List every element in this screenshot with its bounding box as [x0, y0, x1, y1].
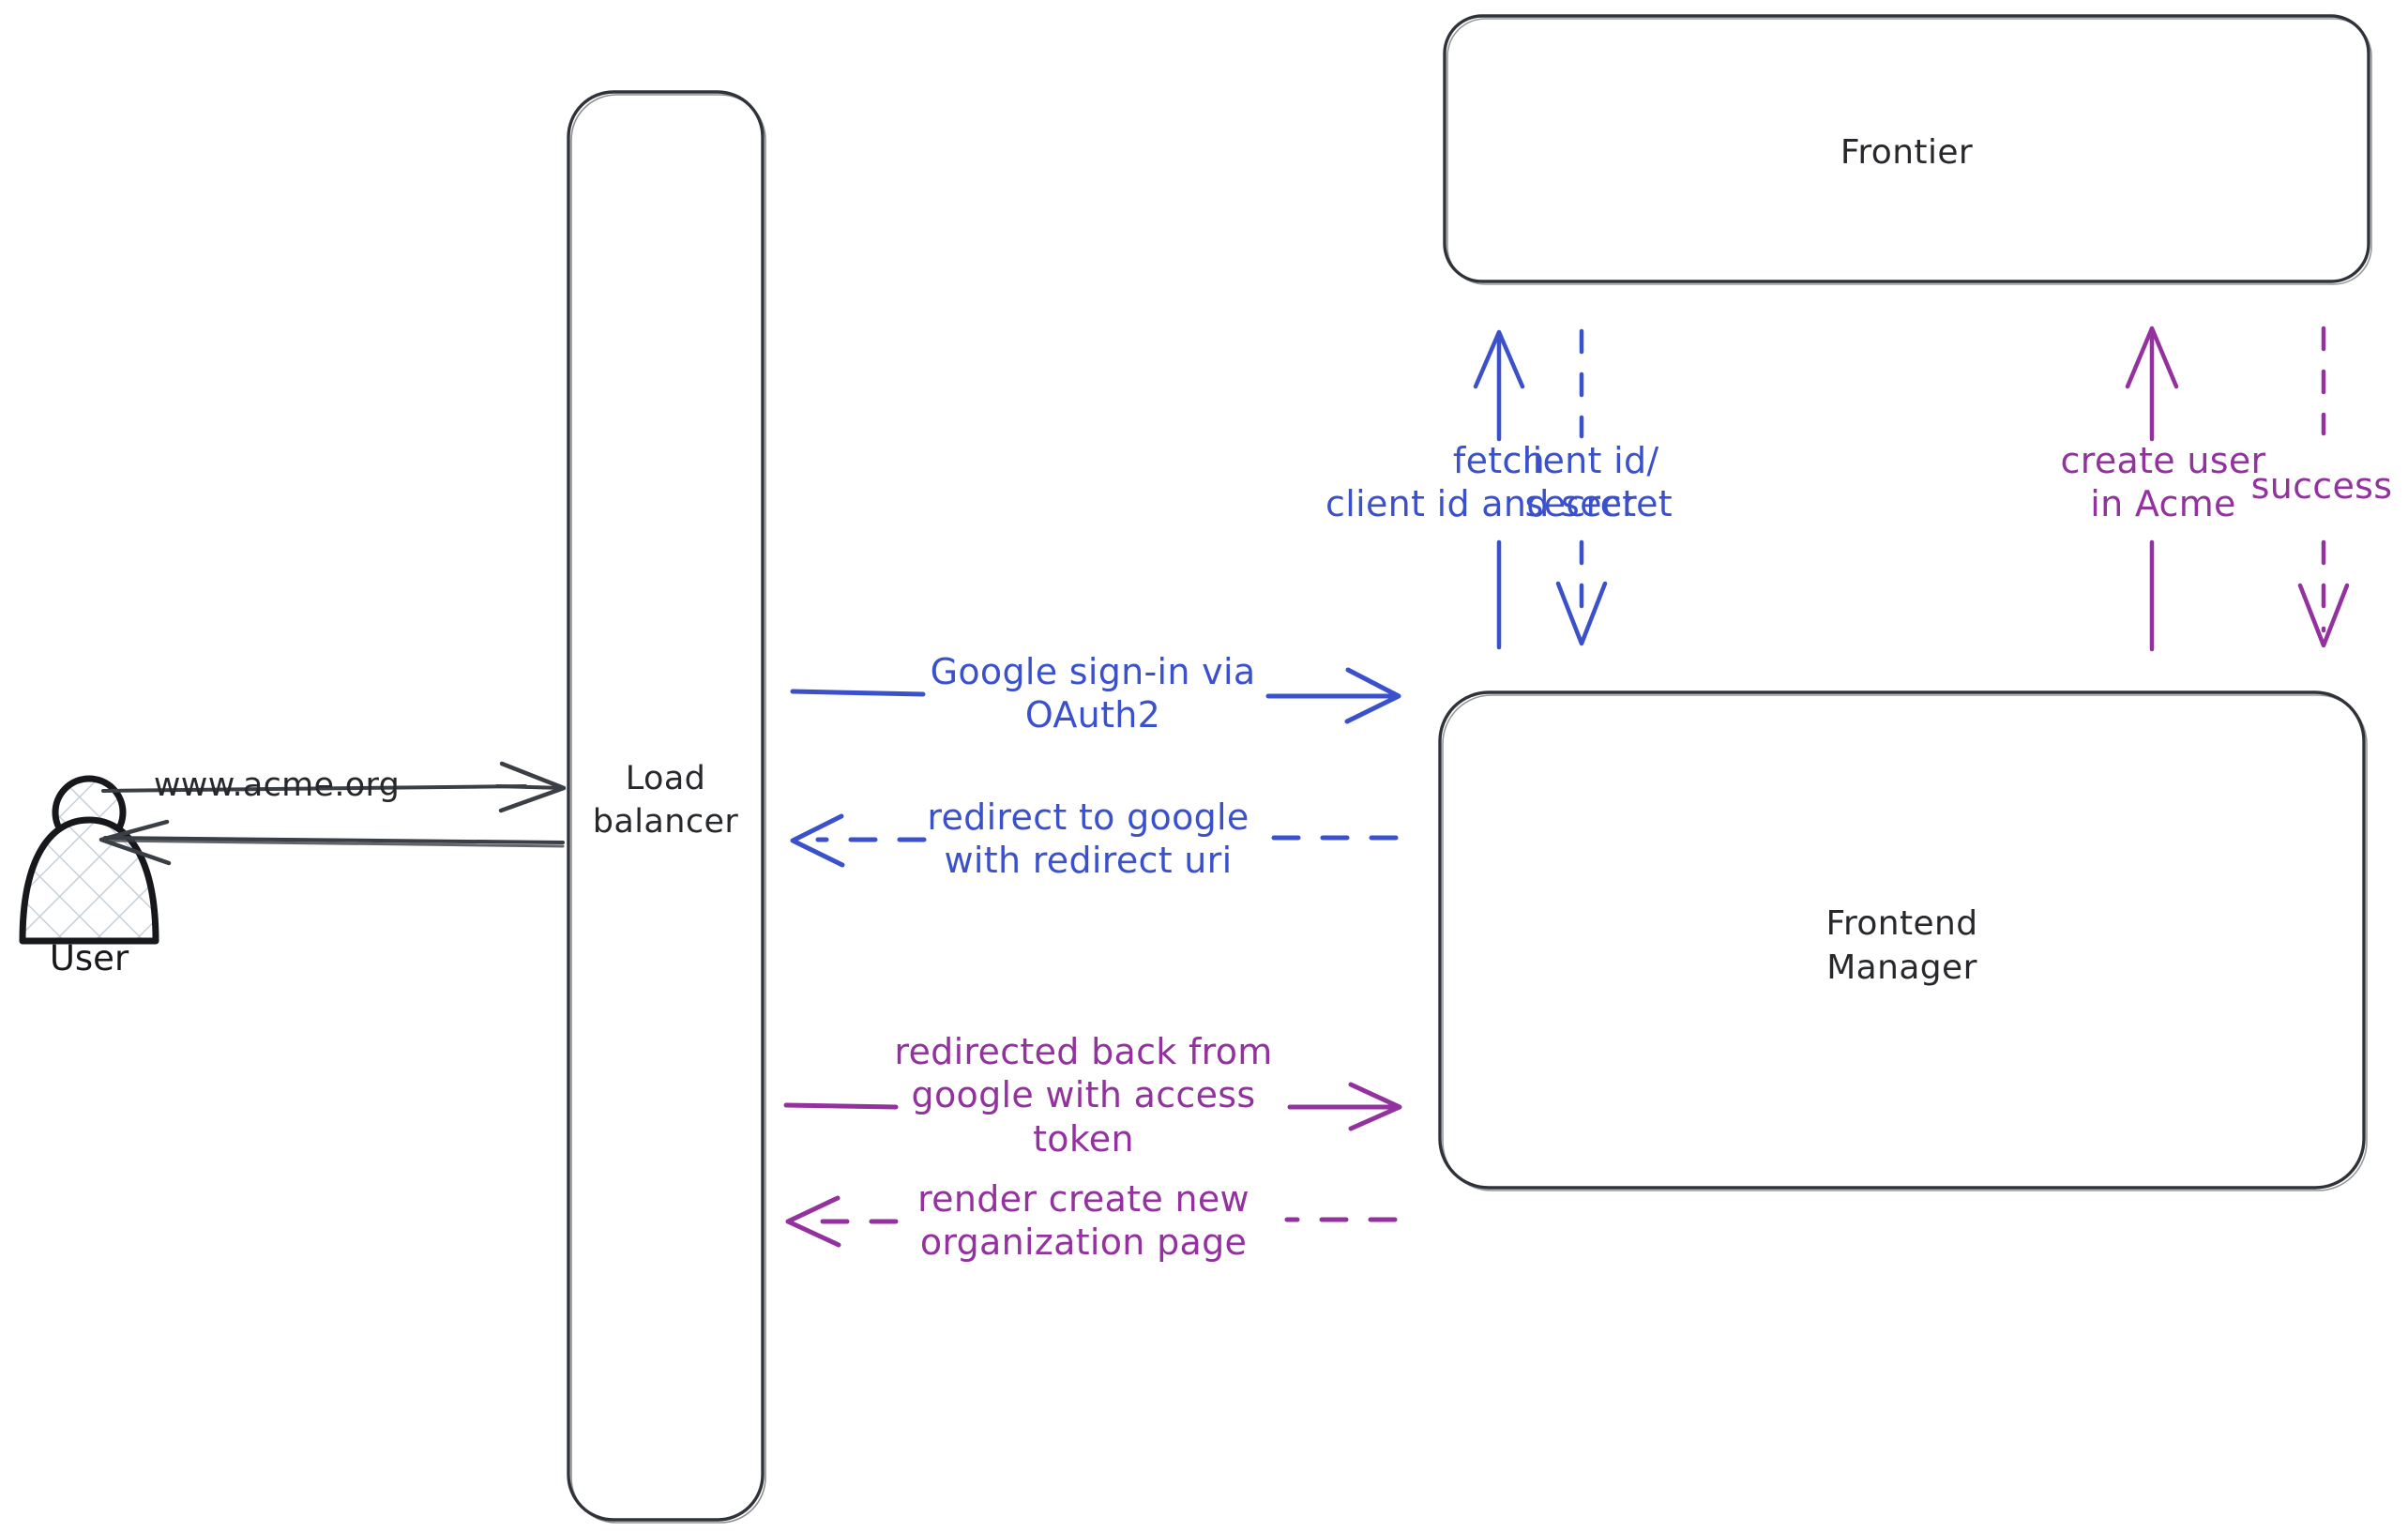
edge-fm-to-lb-render: [785, 1195, 1398, 1248]
edge-user-to-lb: [101, 761, 567, 813]
edge-lb-to-fm-signin: [790, 667, 1401, 724]
edge-label-user-to-lb: www.acme.org: [153, 766, 401, 804]
node-frontier-label: Frontier: [1840, 133, 1974, 172]
actor-user-caption: User: [49, 938, 129, 978]
node-load-balancer-shape[interactable]: [567, 90, 766, 1524]
person-icon: [19, 775, 159, 945]
edge-label-fm-to-frontier-create: create user in Acme: [2060, 440, 2266, 525]
edge-lb-to-fm-token: [783, 1082, 1402, 1131]
edge-label-lb-to-fm-signin: Google sign-in via OAuth2: [930, 651, 1256, 736]
edge-label-fm-to-lb-render: render create new organization page: [917, 1178, 1249, 1264]
node-frontend-manager-label: Frontend Manager: [1825, 904, 1978, 987]
edge-label-frontier-to-fm-creds: client id/ secret: [1502, 440, 1659, 525]
edge-fm-to-lb-redirect: [790, 813, 1399, 868]
edge-fm-to-frontier-fetch: [1473, 329, 1525, 650]
edge-label-lb-to-fm-token: redirected back from google with access …: [894, 1031, 1273, 1160]
edge-fm-to-frontier-create: [2125, 326, 2179, 652]
node-frontier-shape[interactable]: [1443, 14, 2372, 285]
edge-frontier-to-fm-creds: [1555, 328, 1608, 646]
edge-label-fm-to-frontier-fetch: fetch client id and secret: [1325, 440, 1673, 525]
edge-label-frontier-to-fm-success: success: [2250, 465, 2393, 507]
edge-frontier-to-fm-success: [2297, 326, 2350, 648]
edge-label-fm-to-lb-redirect: redirect to google with redirect uri: [927, 796, 1249, 882]
edge-lb-to-user: [98, 819, 565, 866]
node-frontend-manager-shape[interactable]: [1438, 690, 2368, 1191]
node-load-balancer-label: Load balancer: [592, 760, 739, 841]
